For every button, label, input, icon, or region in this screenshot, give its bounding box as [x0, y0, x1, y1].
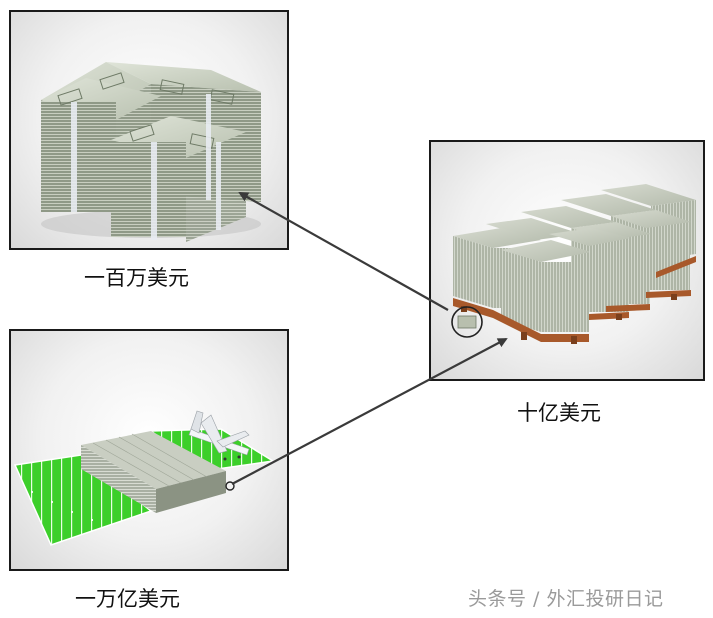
highlight-circle	[451, 306, 483, 338]
trillion-caption: 一万亿美元	[75, 587, 180, 611]
watermark-text: 头条号 / 外汇投研日记	[468, 588, 664, 610]
billion-pallets-image	[451, 184, 696, 344]
million-money-stack-image	[41, 62, 261, 242]
million-caption: 一百万美元	[84, 266, 189, 290]
highlight-circle-small	[225, 481, 235, 491]
trillion-football-field-image	[13, 410, 276, 546]
panel-one-million	[9, 10, 289, 250]
panel-one-trillion	[9, 329, 289, 571]
million-bundle-mini-icon	[457, 315, 477, 329]
panel-one-billion	[429, 140, 705, 381]
billion-caption: 十亿美元	[517, 401, 601, 425]
